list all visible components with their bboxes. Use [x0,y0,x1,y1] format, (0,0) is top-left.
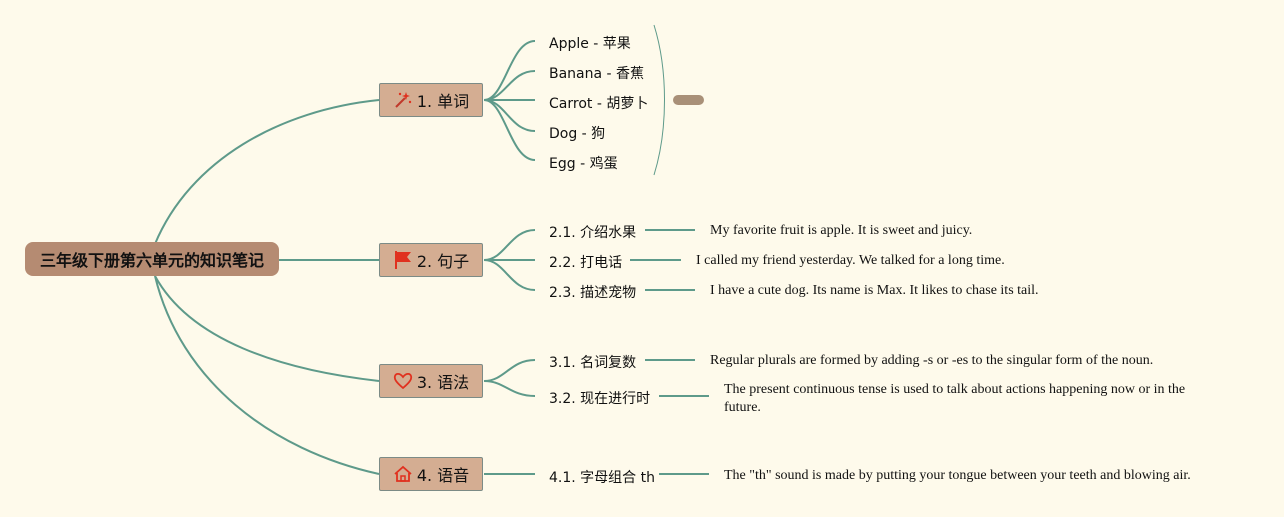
sentence-topic[interactable]: 2.2. 打电话 [549,255,623,271]
word-item[interactable]: Apple - 苹果 [549,36,631,52]
branch-label: 3. 语法 [416,373,470,392]
branch-label: 2. 句子 [416,252,470,271]
flag-icon [394,251,411,269]
summary-bracket [653,24,665,176]
grammar-note[interactable]: Regular plurals are formed by adding -s … [710,353,1154,368]
word-item[interactable]: Dog - 狗 [549,126,606,142]
sentence-topic[interactable]: 2.3. 描述宠物 [549,285,637,301]
branch-label: 1. 单词 [416,92,470,111]
branch-node-words[interactable]: 1. 单词 [379,83,483,117]
home-icon [394,465,412,482]
phonics-topic[interactable]: 4.1. 字母组合 th [549,470,655,486]
sentence-note[interactable]: My favorite fruit is apple. It is sweet … [710,223,973,238]
root-title: 三年级下册第六单元的知识笔记 [39,251,264,270]
word-item[interactable]: Banana - 香蕉 [549,66,645,82]
collapse-toggle[interactable] [673,95,704,105]
word-item[interactable]: Egg - 鸡蛋 [549,156,618,172]
sentence-topic[interactable]: 2.1. 介绍水果 [549,225,637,241]
grammar-note[interactable]: The present continuous tense is used to … [724,382,1186,415]
magic-wand-icon [395,92,412,108]
word-item[interactable]: Carrot - 胡萝卜 [549,96,649,112]
branch-node-sentences[interactable]: 2. 句子 [379,243,483,277]
branch-label: 4. 语音 [416,466,470,485]
heart-icon [393,372,412,390]
sentence-note[interactable]: I called my friend yesterday. We talked … [696,253,1005,268]
grammar-topic[interactable]: 3.1. 名词复数 [549,355,637,371]
grammar-topic[interactable]: 3.2. 现在进行时 [549,391,651,407]
sentence-note[interactable]: I have a cute dog. Its name is Max. It l… [710,283,1039,298]
branch-node-phonics[interactable]: 4. 语音 [379,457,483,491]
branch-node-grammar[interactable]: 3. 语法 [379,364,483,398]
root-node[interactable]: 三年级下册第六单元的知识笔记 [25,242,279,276]
phonics-note[interactable]: The "th" sound is made by putting your t… [724,468,1191,483]
